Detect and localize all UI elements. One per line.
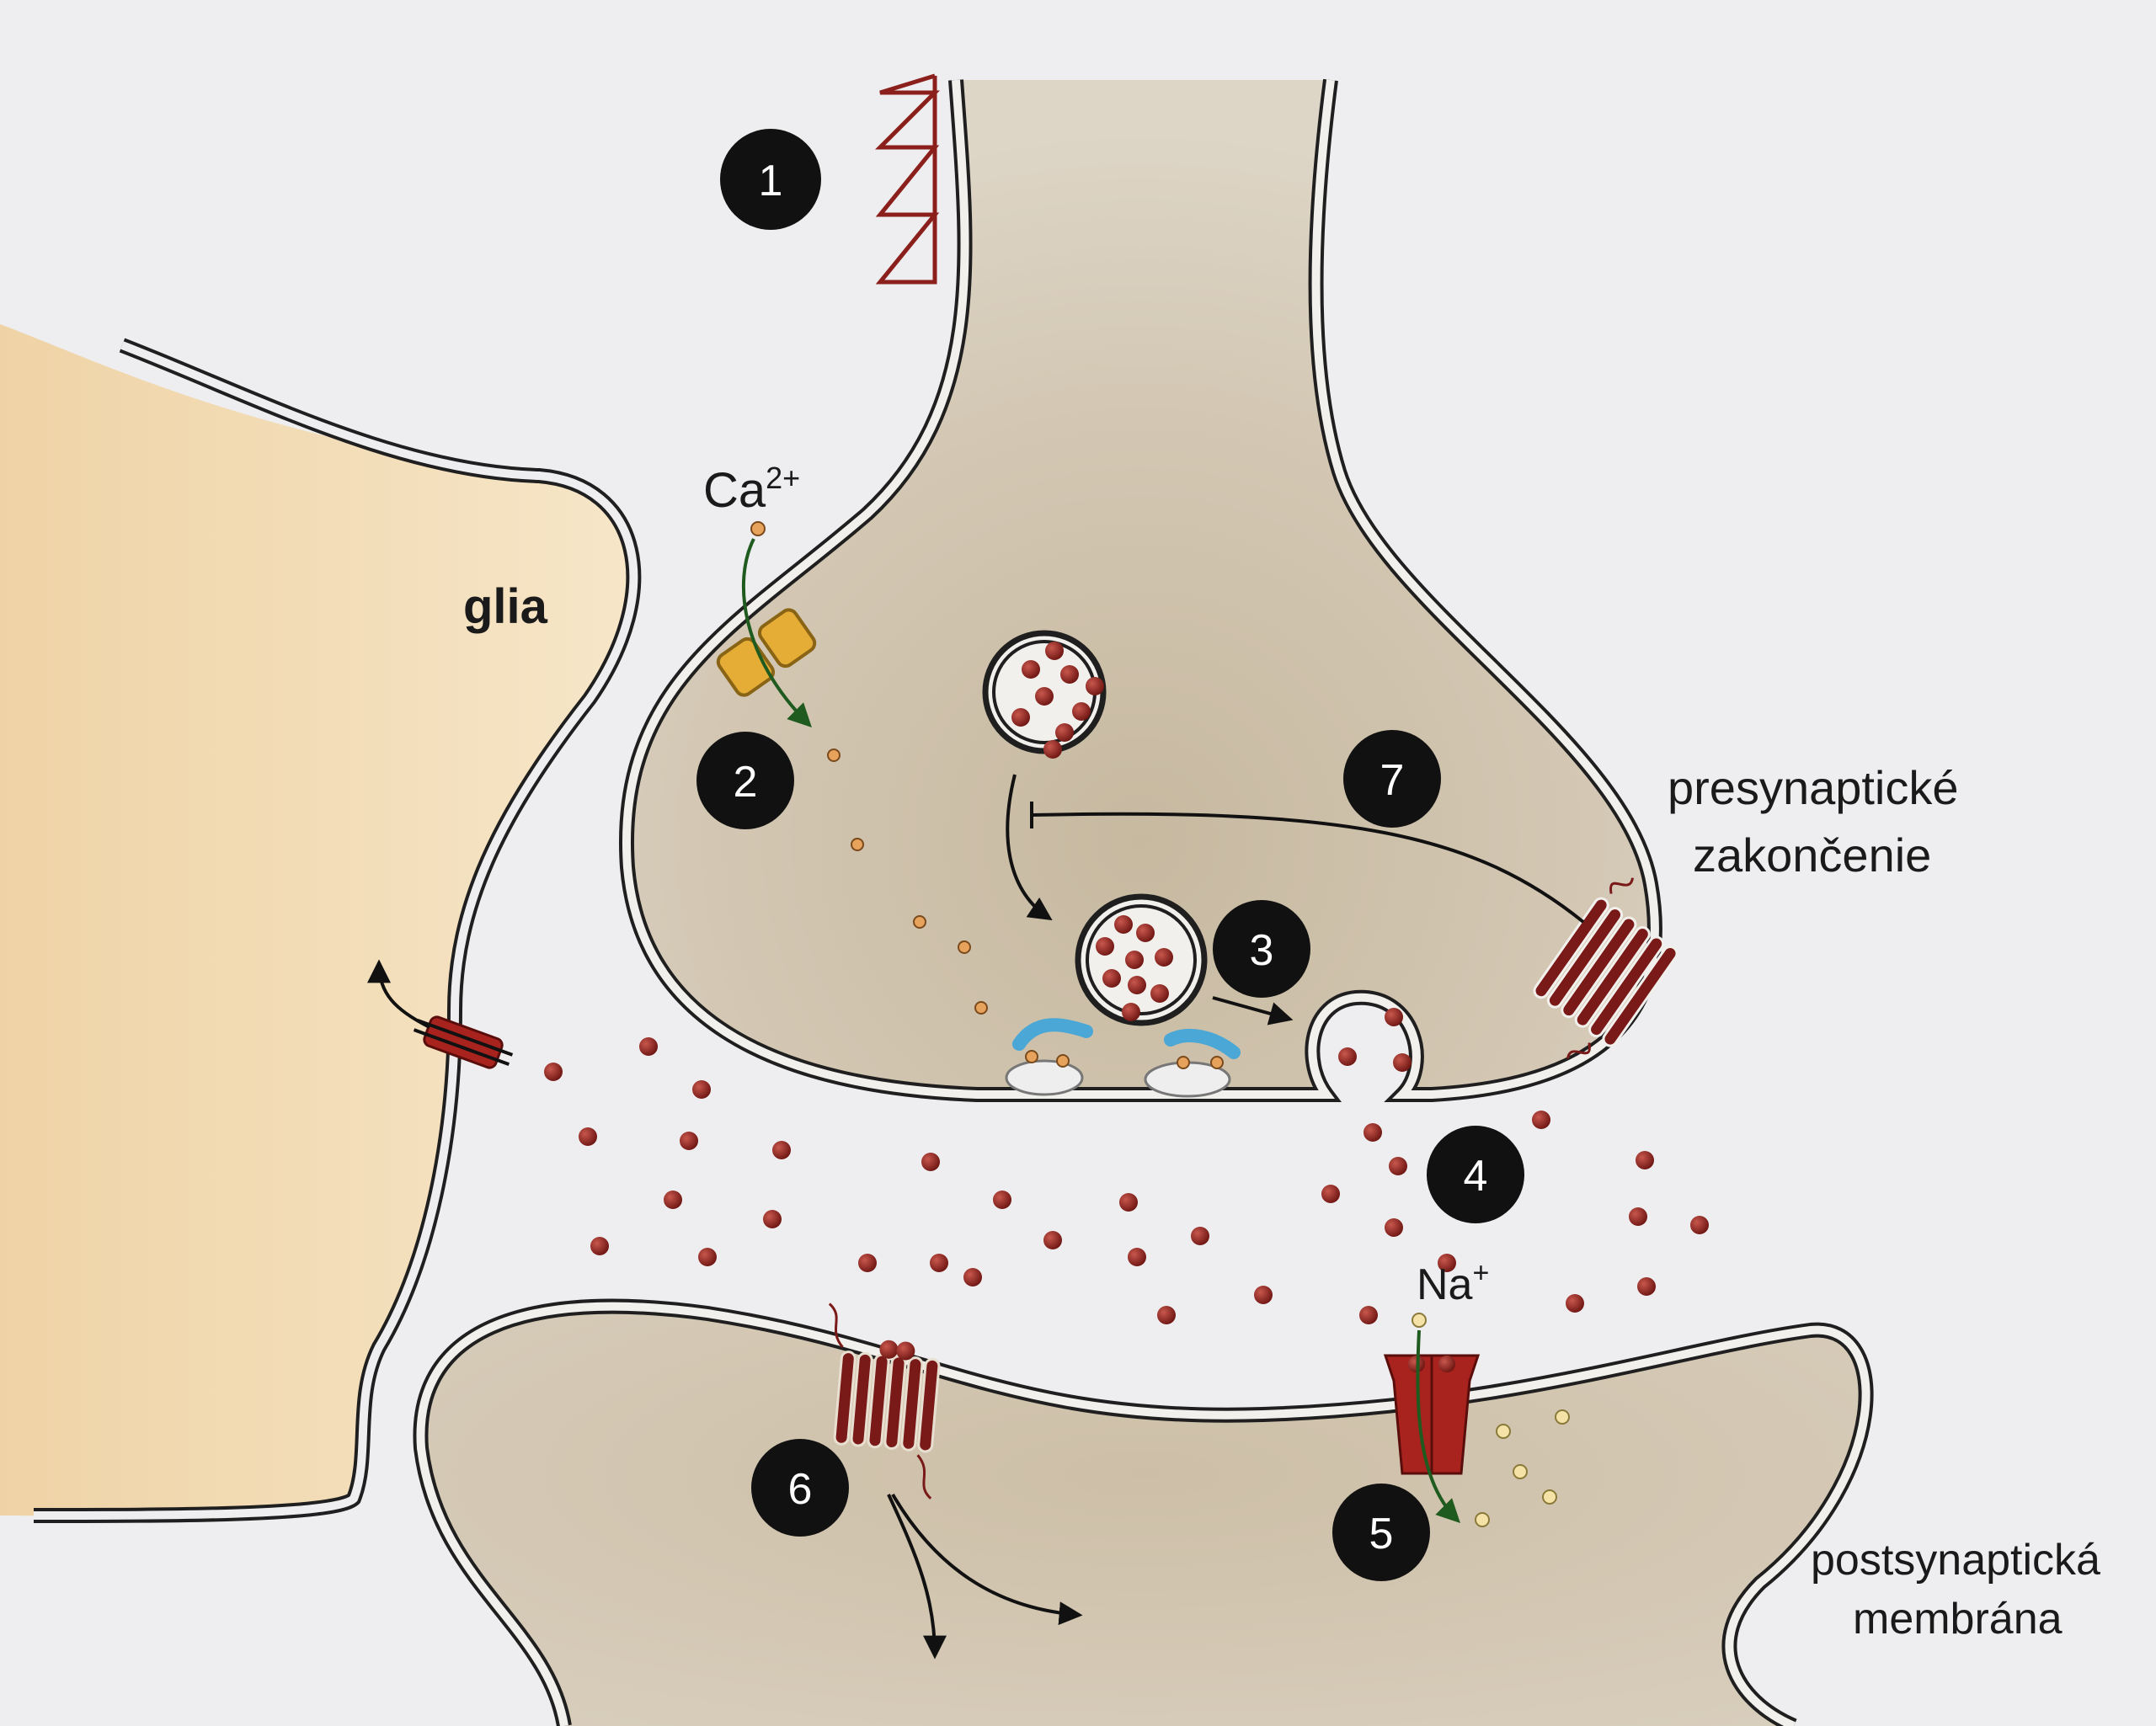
second-messenger-arrow-right xyxy=(891,1493,1083,1626)
calcium-influx-arrow xyxy=(741,538,812,727)
presynaptic-autoreceptor xyxy=(1533,877,1678,1059)
svg-text:5: 5 xyxy=(1369,1510,1394,1558)
postsynaptic-cell xyxy=(413,1298,1874,1726)
vesicle-transport-arrow xyxy=(1006,774,1053,921)
svg-text:6: 6 xyxy=(788,1465,813,1514)
calcium-label: Ca2+ xyxy=(703,461,800,518)
step-badge-1: 1 xyxy=(720,129,821,230)
svg-text:7: 7 xyxy=(1380,756,1405,805)
step-badge-2: 2 xyxy=(696,732,794,829)
svg-text:2: 2 xyxy=(734,758,758,807)
reuptake-arrow xyxy=(367,959,430,1029)
step-badge-6: 6 xyxy=(751,1439,849,1537)
action-potential-trace xyxy=(874,73,941,285)
glia-cell: glia xyxy=(0,324,642,1523)
calcium-ion xyxy=(750,521,766,536)
second-messenger-arrow-down xyxy=(887,1494,947,1659)
glia-label: glia xyxy=(463,579,548,634)
svg-text:3: 3 xyxy=(1250,926,1274,975)
metabotropic-receptor xyxy=(828,1302,941,1500)
feedback-inhibition-line xyxy=(1031,812,1585,924)
step-badge-3: 3 xyxy=(1213,900,1310,998)
presynaptic-terminal xyxy=(618,78,1662,1102)
sodium-ions-inside xyxy=(1475,1409,1570,1527)
glial-transporter xyxy=(413,1015,514,1069)
presynaptic-label-line2: zakončenie xyxy=(1693,828,1931,882)
snare-complex xyxy=(1005,1018,1241,1098)
sodium-ion-outside xyxy=(1412,1313,1427,1328)
svg-text:4: 4 xyxy=(1464,1152,1488,1201)
neurotransmitter-in-vesicles xyxy=(1011,642,1173,1021)
exocytosis-arrow xyxy=(1212,996,1294,1025)
step-badge-5: 5 xyxy=(1332,1484,1430,1581)
sodium-label: Na+ xyxy=(1417,1257,1489,1309)
neurotransmitter-cleft xyxy=(544,1008,1709,1324)
presynaptic-label-line1: presynaptické xyxy=(1668,761,1959,814)
sodium-influx-arrow xyxy=(1416,1329,1460,1523)
svg-text:1: 1 xyxy=(759,157,783,205)
postsynaptic-label-line1: postsynaptická xyxy=(1811,1536,2100,1585)
calcium-ions-inside xyxy=(827,748,988,1015)
postsynaptic-label-line2: membrána xyxy=(1853,1595,2063,1643)
step-badge-4: 4 xyxy=(1427,1126,1524,1223)
step-badge-7: 7 xyxy=(1343,730,1441,828)
